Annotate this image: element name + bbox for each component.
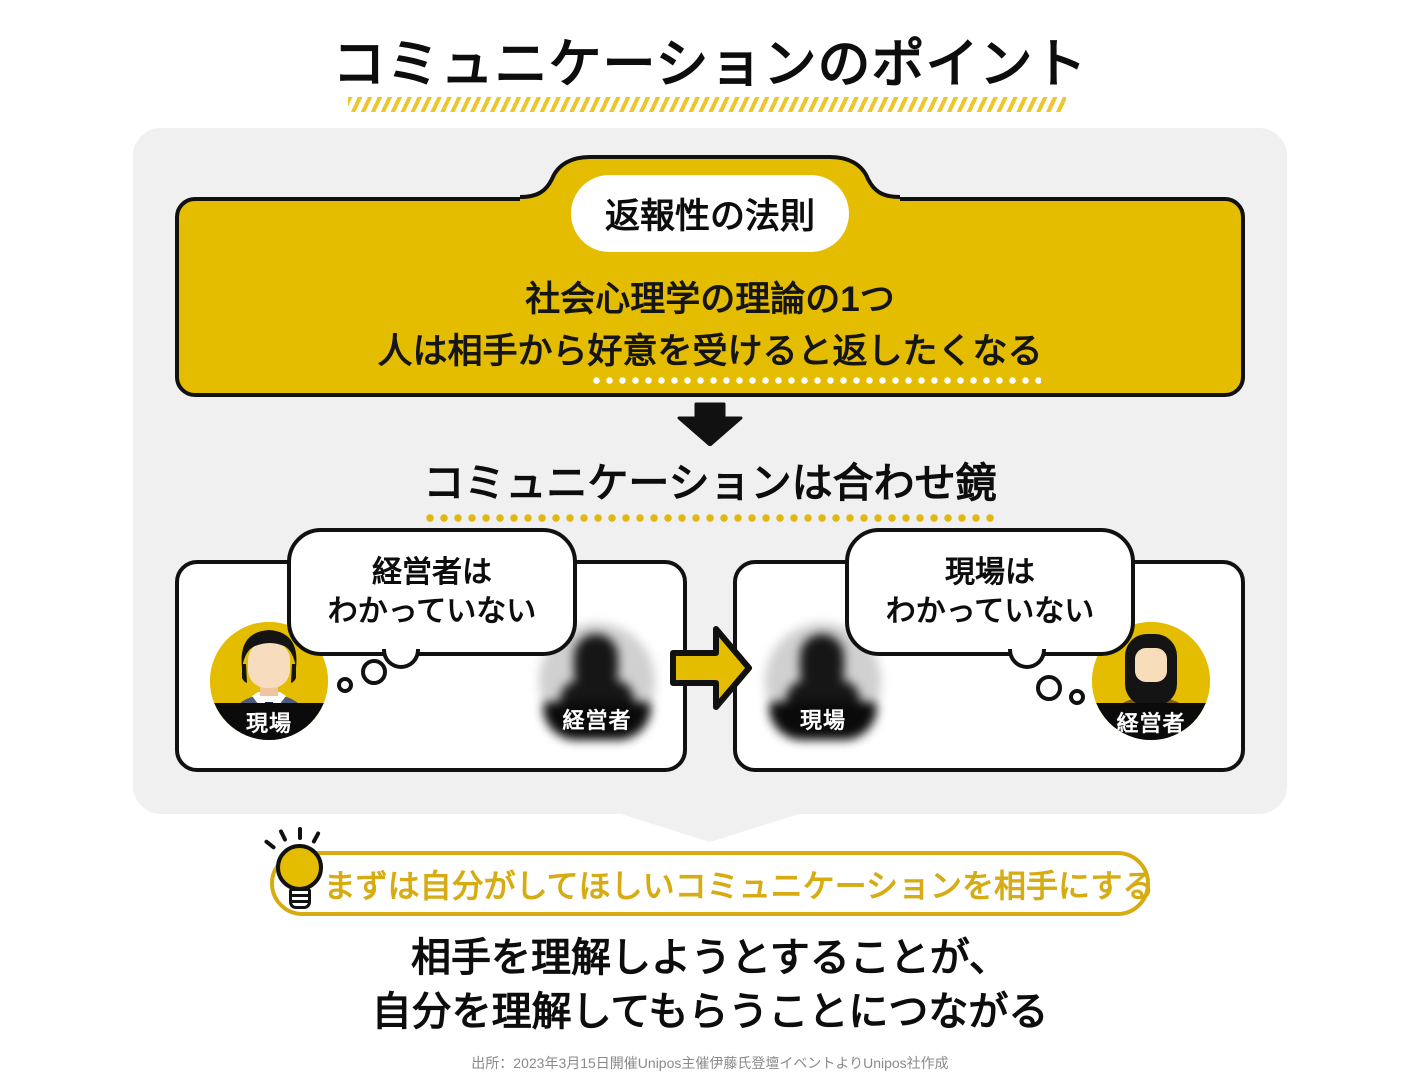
thought-trail-dots [361, 659, 387, 685]
reciprocity-line2-underlined: 好意を受けると返したくなる [588, 323, 1043, 385]
takeaway-text: まずは自分がしてほしいコミュニケーションを相手にする [323, 867, 1155, 904]
mirror-heading-text: コミュニケーションは合わせ鏡 [423, 449, 997, 523]
takeaway-pill: まずは自分がしてほしいコミュニケーションを相手にする [270, 851, 1154, 916]
bubble-line: わかっていない [327, 595, 537, 628]
source-credit: 出所：2023年3月15日開催Unipos主催伊藤氏登壇イベントよりUnipos… [471, 1055, 949, 1071]
lightbulb-ray [311, 830, 321, 845]
lightbulb-ray [278, 828, 288, 843]
reciprocity-badge: 返報性の法則 [570, 175, 850, 252]
reciprocity-line1: 社会心理学の理論の1つ [525, 280, 895, 319]
mirror-heading: コミュニケーションは合わせ鏡 [0, 449, 1420, 523]
down-arrow-icon [677, 402, 743, 446]
reciprocity-line2-prefix: 人は相手から [377, 332, 588, 371]
title-underline-hatch [348, 97, 1066, 112]
lightbulb-glass [276, 844, 323, 891]
avatar-label: 現場 [210, 703, 328, 740]
lightbulb-base [289, 888, 311, 909]
conclusion-text: 相手を理解しようとすることが、 自分を理解してもらうことにつながる [0, 931, 1420, 1039]
conclusion-line1: 相手を理解しようとすることが、 [411, 936, 1009, 980]
avatar-label: 経営者 [562, 708, 632, 733]
left-panel: 経営者は わかっていない 現場 経営者 [175, 528, 687, 772]
bubble-notch [382, 649, 420, 669]
reciprocity-box: 返報性の法則 社会心理学の理論の1つ 人は相手から好意を受けると返したくなる [175, 155, 1245, 397]
bubble-line: 経営者は [372, 556, 492, 589]
lightbulb-icon [263, 827, 340, 931]
avatar-label: 経営者 [1092, 703, 1210, 740]
thought-trail-dots [1069, 689, 1085, 705]
thought-trail-dots [337, 677, 353, 693]
right-panel: 現場は わかっていない 現場 経営者 [733, 528, 1245, 772]
left-thought-bubble: 経営者は わかっていない [287, 528, 577, 669]
thought-trail-dots [1036, 675, 1062, 701]
lightbulb-ray [298, 827, 302, 840]
lightbulb-ray [263, 838, 277, 851]
genba-avatar: 現場 [210, 622, 328, 740]
main-panel-tail [615, 812, 805, 842]
avatar-label: 現場 [799, 708, 846, 733]
page-title: コミュニケーションのポイント [332, 35, 1088, 94]
bubble-notch [1008, 649, 1046, 669]
right-thought-bubble: 現場は わかっていない [845, 528, 1135, 669]
bubble-line: わかっていない [885, 595, 1095, 628]
conclusion-line2: 自分を理解してもらうことにつながる [371, 990, 1049, 1034]
right-arrow-icon [670, 626, 752, 710]
bubble-line: 現場は [945, 556, 1035, 589]
reciprocity-line2: 人は相手から好意を受けると返したくなる [179, 323, 1241, 385]
